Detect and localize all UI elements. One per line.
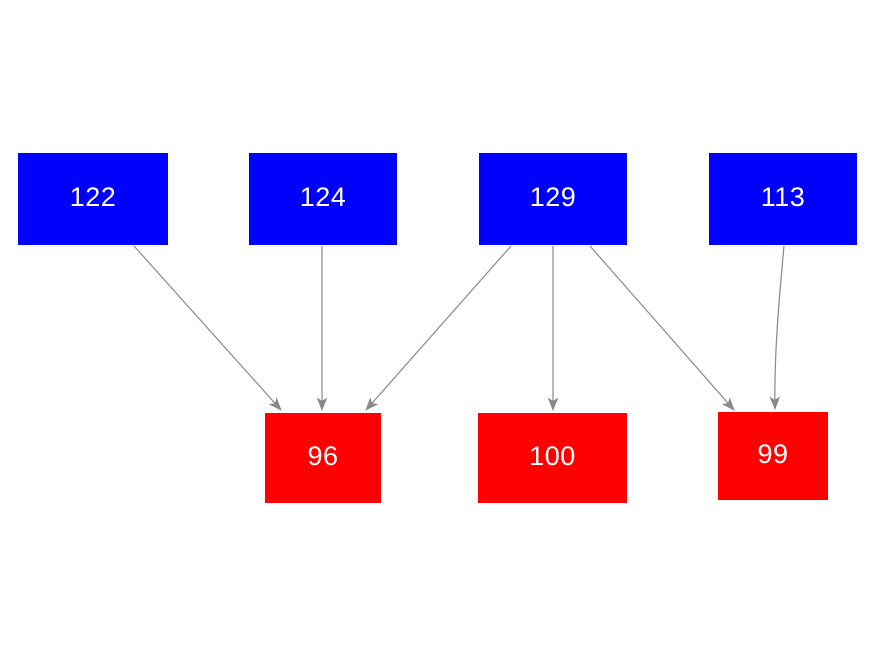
node-label: 113 xyxy=(760,181,806,212)
node-label: 100 xyxy=(529,440,576,471)
node-label: 99 xyxy=(757,438,789,469)
node-label: 124 xyxy=(299,181,347,212)
node-label: 96 xyxy=(307,440,339,471)
edge-129-to-96 xyxy=(365,245,512,411)
edge-113-to-99 xyxy=(769,245,785,410)
node-113[interactable]: 113 xyxy=(709,153,857,245)
edge-122-to-96 xyxy=(133,245,282,411)
node-96[interactable]: 96 xyxy=(265,413,381,503)
node-99[interactable]: 99 xyxy=(718,412,828,500)
node-124[interactable]: 124 xyxy=(249,153,397,245)
edge-129-to-99 xyxy=(589,245,735,411)
node-122[interactable]: 122 xyxy=(18,153,168,245)
node-100[interactable]: 100 xyxy=(478,413,627,503)
node-label: 122 xyxy=(69,181,117,212)
node-129[interactable]: 129 xyxy=(479,153,627,245)
node-label: 129 xyxy=(529,181,577,212)
